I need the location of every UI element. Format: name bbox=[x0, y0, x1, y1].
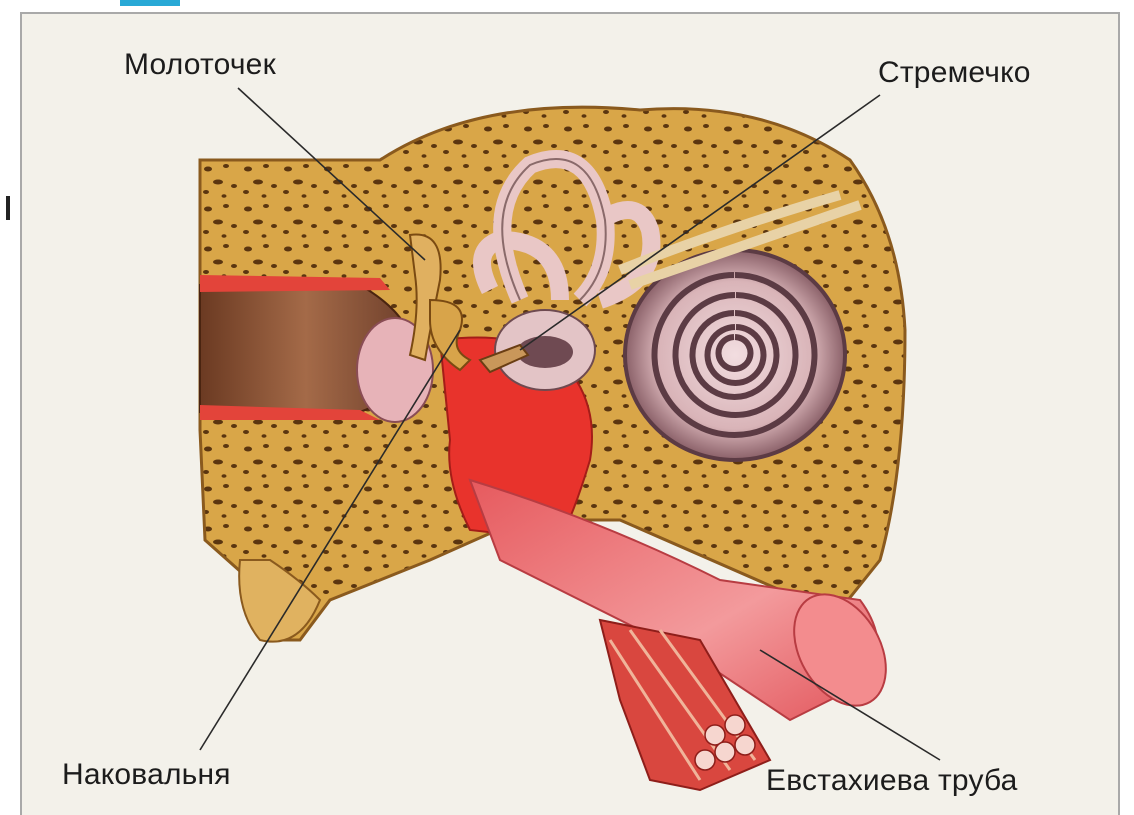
label-stapes: Стремечко bbox=[878, 56, 1031, 90]
cochlea bbox=[625, 250, 845, 460]
label-malleus: Молоточек bbox=[124, 48, 276, 82]
label-eustachian-tube: Евстахиева труба bbox=[766, 764, 1018, 798]
label-incus: Наковальня bbox=[62, 758, 231, 792]
